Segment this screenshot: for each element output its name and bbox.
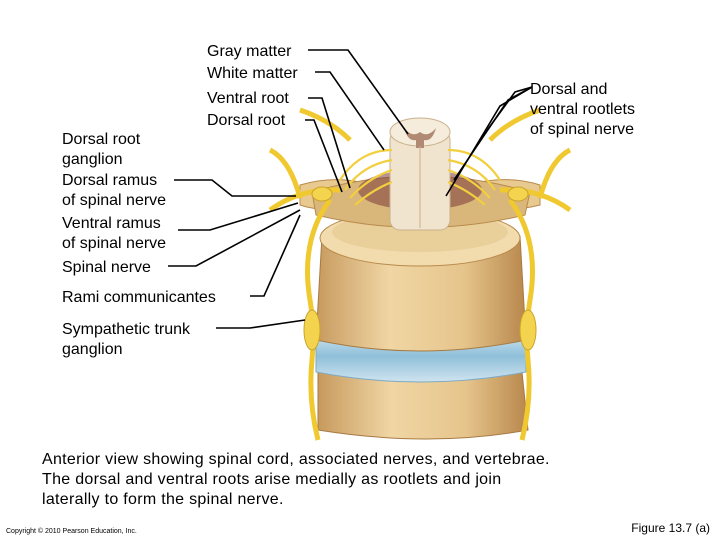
dorsal-root-ganglion-left [311,186,333,202]
label-sympathetic-trunk-ganglion: Sympathetic trunk ganglion [62,321,191,358]
label-spinal-nerve: Spinal nerve [62,259,151,276]
sympathetic-ganglion-right [519,309,537,351]
label-dorsal-root-ganglion: Dorsal root ganglion [62,131,141,168]
label-white-matter: White matter [207,65,298,82]
label-dorsal-ramus: Dorsal ramus of spinal nerve [62,172,167,209]
sympathetic-ganglion-left [303,309,321,351]
label-rami-communicantes: Rami communicantes [62,289,216,306]
label-rootlets: Dorsal and ventral rootlets of spinal ne… [530,81,635,138]
label-gray-matter: Gray matter [207,43,292,60]
dorsal-root-ganglion-right [507,186,529,202]
label-dorsal-root: Dorsal root [207,112,286,129]
label-ventral-root: Ventral root [207,90,289,107]
leader-lines [168,49,533,329]
copyright-notice: Copyright © 2010 Pearson Education, Inc. [6,528,137,535]
gray-matter-shape [404,128,436,148]
nerve-rootlets [339,148,501,206]
figure-number: Figure 13.7 (a) [631,521,710,535]
figure-caption: Anterior view showing spinal cord, assoc… [42,451,550,508]
label-ventral-ramus: Ventral ramus of spinal nerve [62,215,167,252]
